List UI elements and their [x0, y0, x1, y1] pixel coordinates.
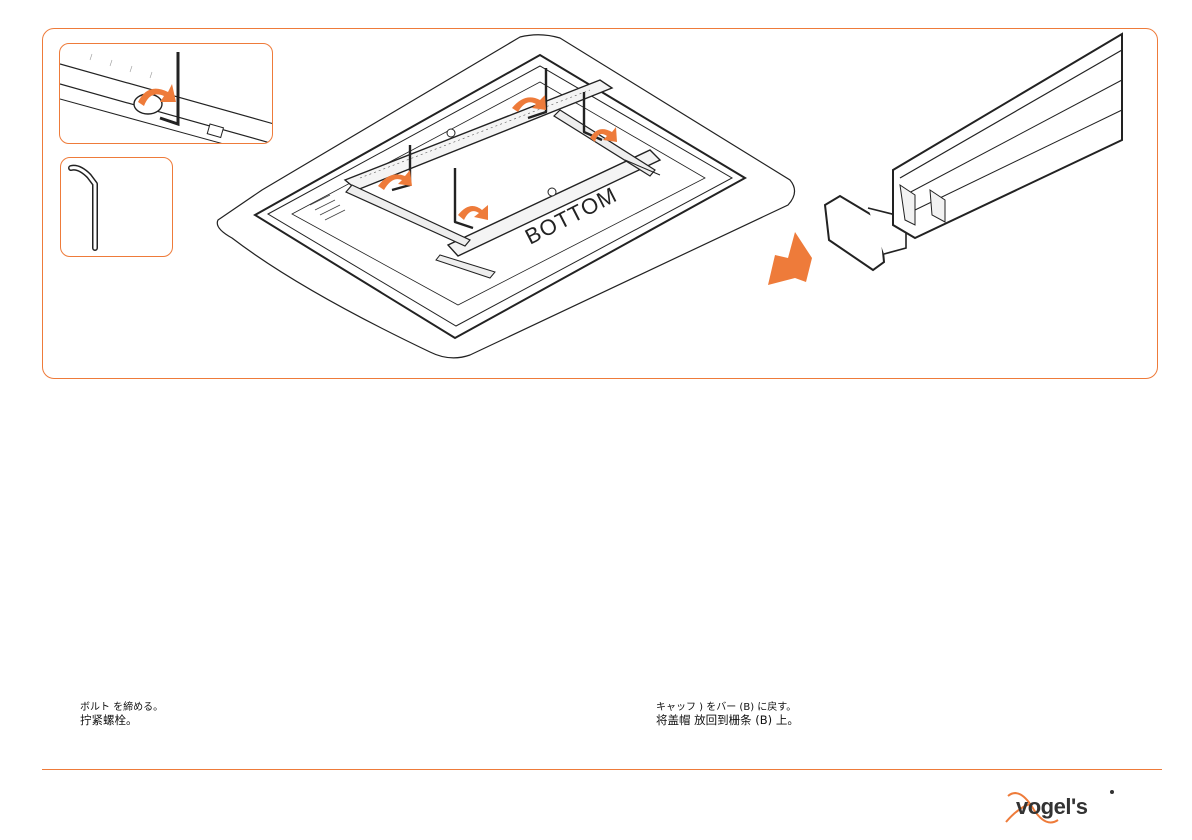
inset-bolt-detail [59, 43, 273, 144]
footer-rule [42, 769, 1162, 770]
logo-text: vogel's [1016, 794, 1087, 820]
insert-arrow-icon [768, 232, 812, 285]
caption-right-zh: 将盖帽 放回到栅条 (B) 上。 [656, 714, 799, 727]
end-cap [825, 196, 884, 270]
profile-bar [893, 34, 1122, 238]
inset-allen-key [60, 157, 173, 257]
caption-left-zh: 拧紧螺栓。 [80, 714, 138, 727]
